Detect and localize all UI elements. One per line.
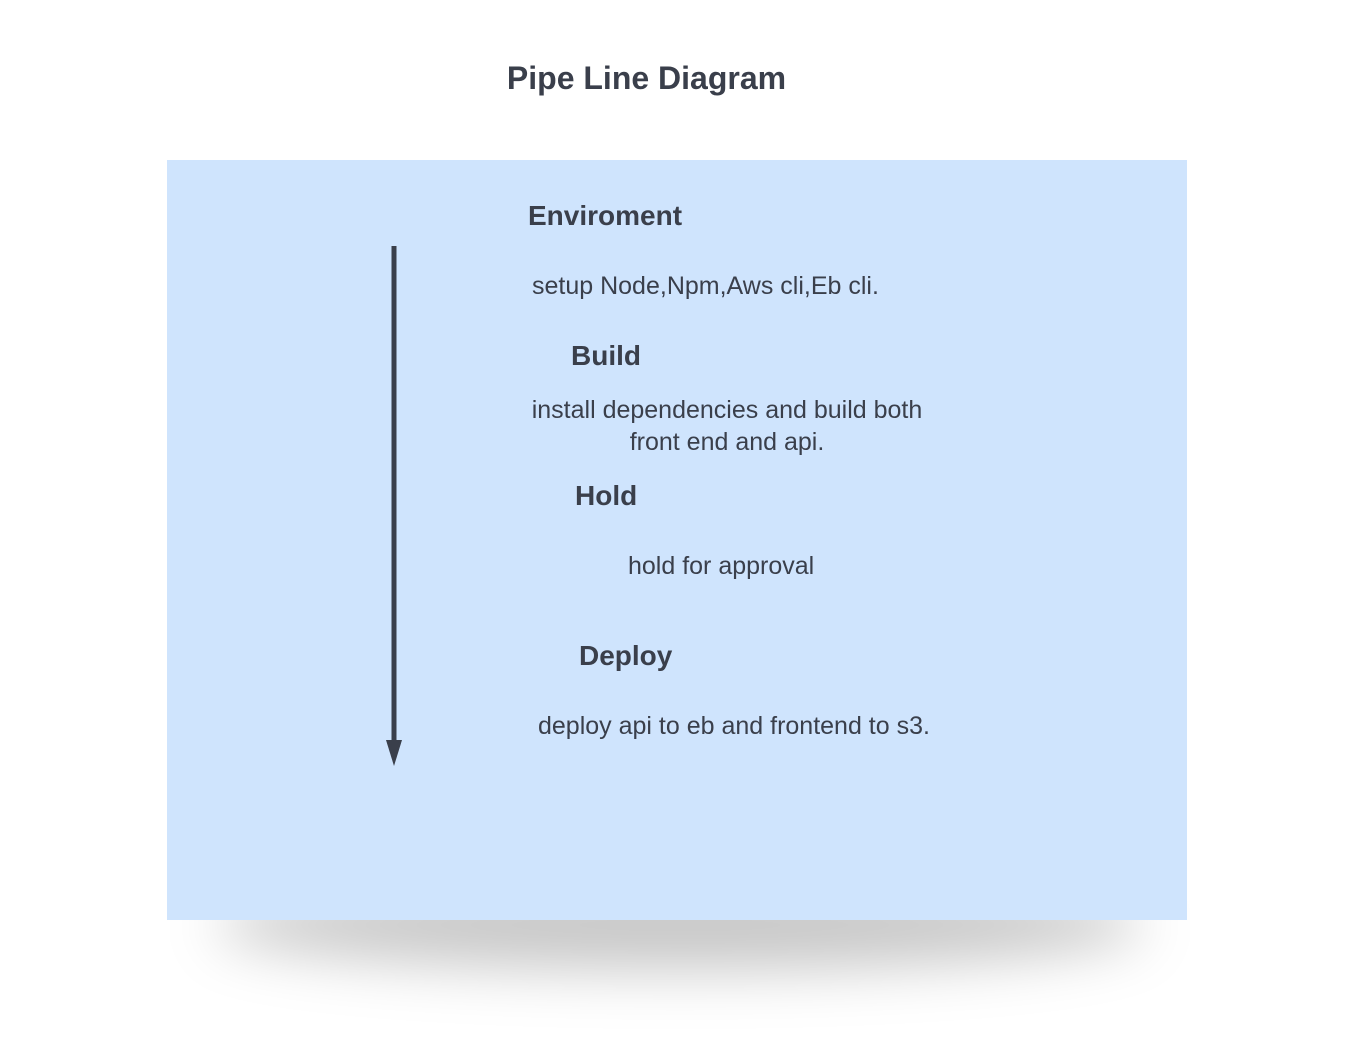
stage-title-hold: Hold	[575, 480, 638, 511]
pipeline-flow-arrow	[386, 246, 402, 766]
description-line: install dependencies and build both	[531, 396, 923, 424]
description-line: front end and api.	[629, 428, 825, 456]
diagram-title: Pipe Line Diagram	[506, 60, 787, 96]
stage-description-deploy: deploy api to eb and frontend to s3.	[538, 710, 930, 742]
description-line: setup Node,Npm,Aws cli,Eb cli.	[532, 272, 879, 300]
stage-title-deploy: Deploy	[579, 640, 673, 671]
stage-description-hold: hold for approval	[628, 550, 814, 582]
stage-description-enviroment: setup Node,Npm,Aws cli,Eb cli.	[532, 270, 879, 302]
description-line: deploy api to eb and frontend to s3.	[538, 712, 930, 740]
pipeline-panel	[167, 160, 1187, 920]
stage-title-enviroment: Enviroment	[528, 200, 683, 231]
arrow-head	[386, 740, 402, 766]
description-line: hold for approval	[628, 552, 815, 580]
stage-description-build: install dependencies and build both fron…	[518, 394, 936, 458]
stage-title-build: Build	[571, 340, 641, 371]
